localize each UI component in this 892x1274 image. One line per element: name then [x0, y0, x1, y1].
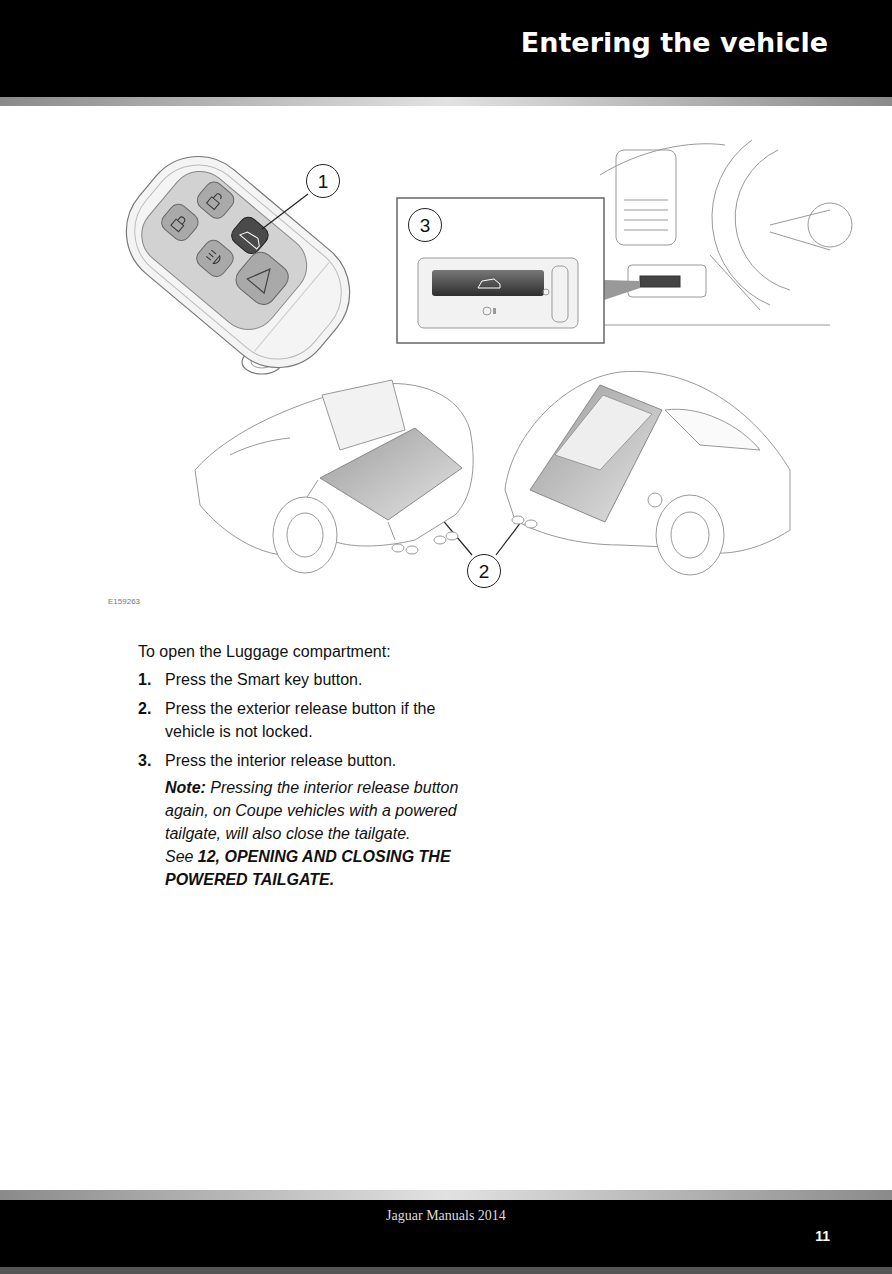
dashboard [624, 200, 668, 230]
convertible-car [195, 380, 473, 573]
instructions: To open the Luggage compartment:1.Press … [138, 640, 468, 897]
release-inset [483, 307, 491, 315]
dashboard [735, 150, 790, 290]
coupe-car [665, 409, 760, 450]
step-text: Press the interior release button. [165, 749, 468, 772]
step-text: Press the Smart key button. [165, 668, 468, 691]
header-bar [0, 0, 892, 97]
smart-key [104, 134, 372, 390]
convertible-car [434, 536, 446, 544]
release-inset [397, 198, 604, 343]
step: 3.Press the interior release button. Note… [138, 749, 468, 891]
step-text: Press the exterior release button if the… [165, 697, 468, 743]
callout-circle: 2 [467, 554, 501, 588]
coupe-car [525, 520, 537, 528]
footer-text: Jaguar Manuals 2014 [0, 1208, 892, 1224]
step: 1.Press the Smart key button. [138, 668, 468, 691]
figure-id: E159263 [108, 597, 140, 606]
leader-line [262, 194, 308, 229]
smart-key [115, 145, 361, 378]
smart-key [158, 201, 202, 245]
smart-key [193, 237, 237, 281]
coupe-car [656, 495, 724, 575]
convertible-car [287, 513, 323, 557]
smart-key [228, 214, 272, 258]
coupe-car [505, 371, 790, 575]
header-bar [0, 0, 892, 106]
smart-key [231, 247, 293, 309]
convertible-car [406, 546, 418, 554]
convertible-car [392, 544, 404, 552]
convertible-car [320, 428, 462, 520]
footer-bar [0, 1267, 892, 1274]
step-number: 2. [138, 697, 165, 743]
release-inset [552, 266, 568, 322]
step-number: 1. [138, 668, 165, 691]
smart-key [240, 228, 263, 249]
footer-bar [0, 1200, 892, 1267]
coupe-car [512, 516, 524, 524]
dashboard [712, 140, 770, 305]
dashboard [640, 276, 680, 287]
smart-key [178, 216, 186, 224]
step-body: Press the interior release button. Note:P… [165, 749, 468, 891]
release-inset [543, 289, 549, 295]
step: 2.Press the exterior release button if t… [138, 697, 468, 743]
callout-number: 3 [420, 216, 431, 235]
cross-reference: 12, OPENING AND CLOSING THE POWERED TAIL… [165, 848, 451, 888]
callout-number: 2 [479, 562, 490, 581]
intro-text: To open the Luggage compartment: [138, 640, 468, 663]
coupe-car [505, 371, 790, 553]
page-title: Entering the vehicle [521, 27, 828, 58]
release-inset [493, 308, 496, 314]
smart-key [104, 134, 372, 390]
header-bar [0, 97, 892, 106]
dashboard [616, 150, 676, 245]
smart-key [171, 219, 184, 232]
convertible-car [446, 532, 458, 540]
smart-key [104, 134, 372, 390]
smart-key [206, 249, 222, 265]
callout-circle: 1 [306, 164, 340, 198]
release-inset [478, 279, 500, 288]
callout-circle: 3 [408, 208, 442, 242]
dashboard [808, 203, 852, 247]
callout-number: 1 [318, 172, 329, 191]
dashboard [600, 140, 852, 325]
footer-bar [0, 1190, 892, 1200]
dashboard [600, 255, 830, 325]
release-inset [604, 280, 640, 300]
release-inset [418, 258, 578, 328]
step-number: 3. [138, 749, 165, 891]
footer-bar [0, 1190, 892, 1274]
release-inset [432, 270, 544, 296]
coupe-car [648, 493, 662, 507]
coupe-car [555, 395, 652, 470]
smart-key [207, 197, 220, 210]
convertible-car [273, 497, 337, 573]
coupe-car [671, 512, 709, 558]
smart-key [247, 262, 278, 293]
smart-key [130, 159, 319, 342]
dashboard [600, 144, 725, 175]
page-number: 11 [815, 1228, 830, 1244]
smart-key [213, 193, 222, 202]
coupe-car [530, 385, 662, 522]
note-label: Note: [165, 779, 206, 796]
dashboard [770, 210, 830, 250]
note: Note:Pressing the interior release butto… [165, 776, 468, 891]
release-inset [397, 198, 640, 343]
smart-key [194, 178, 238, 222]
